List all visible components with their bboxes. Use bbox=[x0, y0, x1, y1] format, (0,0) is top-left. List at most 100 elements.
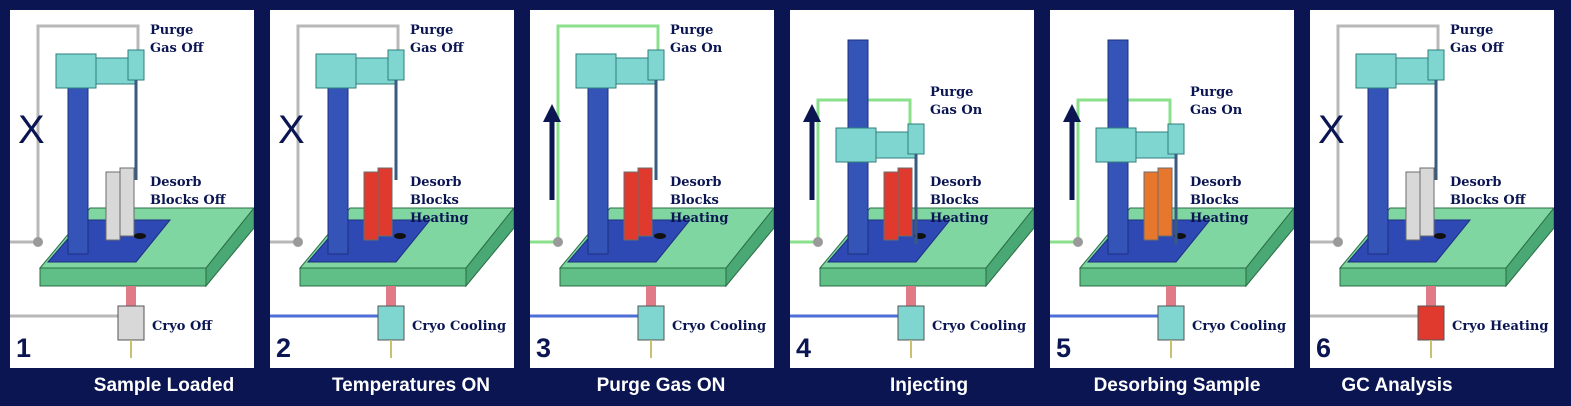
instrument-drawing bbox=[530, 24, 774, 358]
desorb-block bbox=[377, 167, 393, 237]
purge-gas-line bbox=[36, 24, 140, 240]
step-number: 6 bbox=[1316, 333, 1332, 363]
cryo-trap bbox=[897, 305, 925, 341]
carriage-head bbox=[1355, 53, 1397, 89]
cryo-label: Cryo Cooling bbox=[412, 319, 507, 334]
carriage-head bbox=[55, 53, 97, 89]
carriage-head bbox=[1095, 127, 1137, 163]
transfer-connector bbox=[906, 286, 916, 306]
gas-flow-arrowhead bbox=[803, 104, 821, 122]
cryo-label: Cryo Off bbox=[152, 319, 212, 334]
purge-gas-label: Purge Gas On bbox=[930, 85, 983, 118]
desorb-blocks-label: Desorb Blocks Heating bbox=[930, 175, 989, 226]
carriage-head bbox=[315, 53, 357, 89]
cryo-trap bbox=[1157, 305, 1185, 341]
desorb-block bbox=[105, 171, 121, 241]
gas-blocked-mark: X bbox=[18, 108, 45, 152]
cryo-label: Cryo Cooling bbox=[932, 319, 1027, 334]
purge-gas-line bbox=[1336, 24, 1440, 240]
cryo-trap bbox=[1417, 305, 1445, 341]
injection-port bbox=[134, 233, 146, 239]
purge-gas-label: Purge Gas On bbox=[670, 23, 723, 56]
step-caption: Temperatures ON bbox=[331, 375, 491, 396]
desorb-block bbox=[637, 167, 653, 237]
platform-front bbox=[559, 267, 727, 287]
desorb-blocks-label: Desorb Blocks Off bbox=[150, 175, 226, 208]
instrument-drawing bbox=[1050, 39, 1294, 358]
step-number: 1 bbox=[16, 333, 32, 363]
platform-front bbox=[1339, 267, 1507, 287]
gas-valve bbox=[553, 237, 563, 247]
platform-side bbox=[465, 207, 514, 288]
step-caption: Purge Gas ON bbox=[596, 375, 726, 396]
purge-gas-label: Purge Gas On bbox=[1190, 85, 1243, 118]
platform-front bbox=[1079, 267, 1247, 287]
injection-port bbox=[654, 233, 666, 239]
desorb-block bbox=[1405, 171, 1421, 241]
syringe-body bbox=[387, 49, 405, 81]
step-caption: Sample Loaded bbox=[93, 375, 235, 396]
desorb-block bbox=[897, 167, 913, 237]
desorb-block bbox=[1143, 171, 1159, 241]
purge-gas-line bbox=[296, 24, 400, 240]
cryo-trap bbox=[377, 305, 405, 341]
instrument-drawing bbox=[790, 39, 1034, 358]
injection-port bbox=[1434, 233, 1446, 239]
step-number: 2 bbox=[276, 333, 292, 363]
cryo-label: Cryo Cooling bbox=[672, 319, 767, 334]
desorb-block bbox=[363, 171, 379, 241]
desorb-block bbox=[1419, 167, 1435, 237]
step-caption: Injecting bbox=[889, 375, 969, 396]
desorb-block bbox=[883, 171, 899, 241]
purge-gas-label: Purge Gas Off bbox=[150, 23, 204, 56]
platform-side bbox=[1245, 207, 1294, 288]
transfer-connector bbox=[1166, 286, 1176, 306]
syringe-body bbox=[647, 49, 665, 81]
cryo-trap bbox=[117, 305, 145, 341]
transfer-connector bbox=[1426, 286, 1436, 306]
platform-front bbox=[39, 267, 207, 287]
gas-valve bbox=[293, 237, 303, 247]
purge-gas-label: Purge Gas Off bbox=[1450, 23, 1504, 56]
instrument-drawing bbox=[1310, 24, 1554, 358]
desorb-blocks-label: Desorb Blocks Off bbox=[1450, 175, 1526, 208]
platform-front bbox=[819, 267, 987, 287]
injection-port bbox=[394, 233, 406, 239]
syringe-body bbox=[127, 49, 145, 81]
desorb-block bbox=[623, 171, 639, 241]
platform-front bbox=[299, 267, 467, 287]
purge-gas-line bbox=[556, 24, 660, 240]
step-number: 5 bbox=[1056, 333, 1072, 363]
platform-side bbox=[985, 207, 1034, 288]
purge-gas-label: Purge Gas Off bbox=[410, 23, 464, 56]
desorb-block bbox=[1157, 167, 1173, 237]
platform-side bbox=[1505, 207, 1554, 288]
carriage-head bbox=[575, 53, 617, 89]
platform-side bbox=[725, 207, 774, 288]
cryo-trap bbox=[637, 305, 665, 341]
gas-flow-arrowhead bbox=[543, 104, 561, 122]
gas-blocked-mark: X bbox=[278, 108, 305, 152]
desorb-block bbox=[119, 167, 135, 237]
syringe-body bbox=[907, 123, 925, 155]
transfer-connector bbox=[386, 286, 396, 306]
gas-blocked-mark: X bbox=[1318, 108, 1345, 152]
gas-valve bbox=[33, 237, 43, 247]
gas-valve bbox=[1073, 237, 1083, 247]
step-caption: GC Analysis bbox=[1341, 375, 1453, 396]
desorb-blocks-label: Desorb Blocks Heating bbox=[1190, 175, 1249, 226]
platform-side bbox=[205, 207, 254, 288]
carriage-head bbox=[835, 127, 877, 163]
gas-valve bbox=[813, 237, 823, 247]
instrument-drawing bbox=[270, 24, 514, 358]
step-number: 4 bbox=[796, 333, 812, 363]
desorb-blocks-label: Desorb Blocks Heating bbox=[670, 175, 729, 226]
step-caption: Desorbing Sample bbox=[1093, 375, 1261, 396]
transfer-connector bbox=[646, 286, 656, 306]
